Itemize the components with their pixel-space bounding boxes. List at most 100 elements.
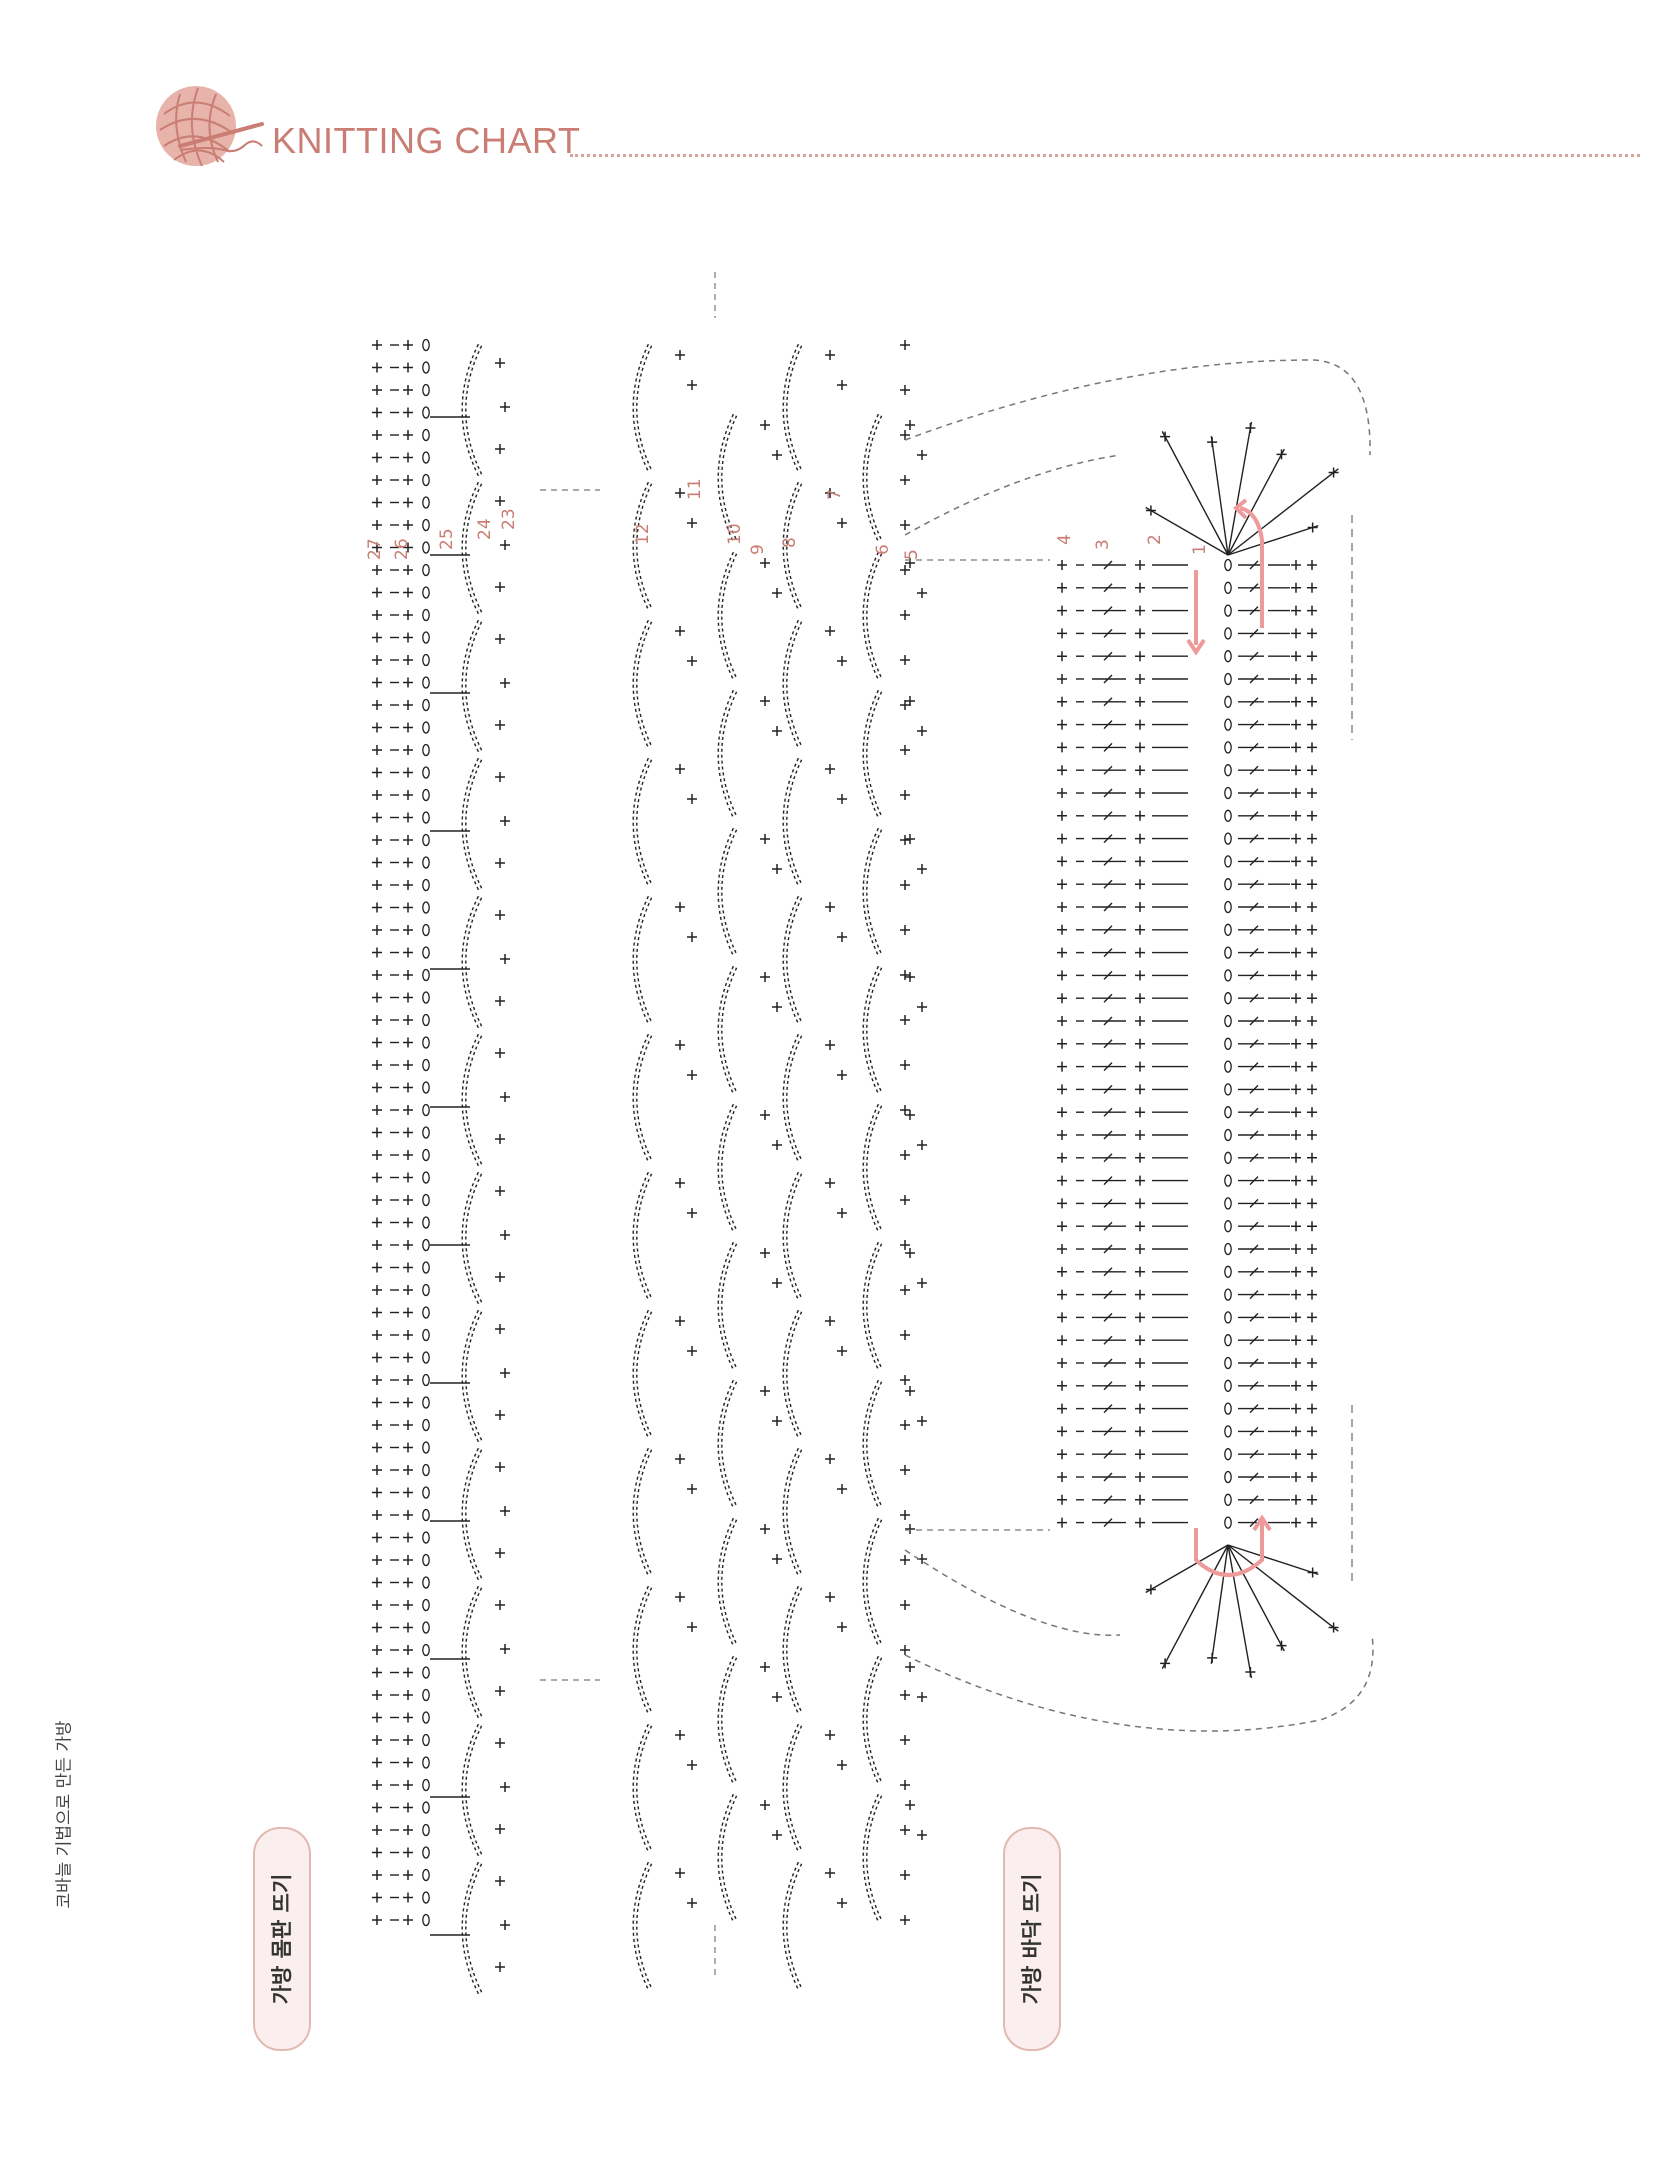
stitch-sc xyxy=(1135,810,1145,821)
stitch-sc xyxy=(1135,788,1145,798)
stitch-chain xyxy=(422,473,430,487)
stitch-sc xyxy=(403,1442,413,1453)
stitch-chain xyxy=(1224,809,1232,822)
fan-spoke xyxy=(1227,421,1253,556)
stitch-sc xyxy=(1291,605,1301,616)
stitch-sc xyxy=(1291,765,1301,776)
chain-arc-inner xyxy=(718,414,736,542)
stitch-sc xyxy=(403,925,413,935)
stitch-sc xyxy=(1057,1152,1067,1163)
stitch-slash xyxy=(1103,1449,1113,1459)
stitch-chain xyxy=(422,833,430,847)
stitch-sc xyxy=(1291,1244,1301,1254)
stitch-sc xyxy=(403,677,413,688)
stitch-sc xyxy=(772,450,782,460)
chain-arc-inner xyxy=(633,1862,651,1990)
stitch-sc xyxy=(1307,674,1317,684)
stitch-sc xyxy=(905,1110,915,1120)
stitch-chain xyxy=(422,428,430,442)
stitch-sc xyxy=(403,542,413,553)
chain-arc-inner xyxy=(783,896,801,1024)
stitch-sc xyxy=(1135,1472,1145,1482)
chain-arc-inner xyxy=(633,1310,651,1438)
stitch-sc xyxy=(403,1352,413,1363)
stitch-sc xyxy=(1057,1380,1067,1391)
stitch-sc xyxy=(372,722,382,733)
stitch-sc xyxy=(1307,605,1317,616)
stitch-sc xyxy=(372,835,382,845)
stitch-sc xyxy=(1057,788,1067,798)
stitch-chain xyxy=(422,1418,430,1432)
stitch-sc xyxy=(772,1554,782,1564)
stitch-sc xyxy=(403,340,413,350)
stitch-slash xyxy=(1103,1221,1113,1231)
stitch-chain xyxy=(422,766,430,779)
stitch-sc xyxy=(1307,719,1317,730)
stitch-chain xyxy=(422,1238,430,1252)
stitch-sc xyxy=(1307,1266,1317,1277)
stitch-slash xyxy=(1103,993,1113,1003)
stitch-sc xyxy=(372,812,382,823)
stitch-chain xyxy=(422,1778,430,1792)
stitch-sc xyxy=(675,1730,685,1740)
stitch-sc xyxy=(403,452,413,463)
stitch-chain xyxy=(1224,900,1232,914)
stitch-sc xyxy=(495,772,505,782)
stitch-sc xyxy=(403,745,413,755)
shell-arc xyxy=(461,1447,483,1581)
stitch-sc xyxy=(1135,1038,1145,1049)
stitch-sc xyxy=(403,722,413,733)
stitch-sc xyxy=(495,1824,505,1834)
chain-arc-inner xyxy=(783,758,801,886)
stitch-sc xyxy=(1307,1221,1317,1232)
stitch-sc xyxy=(495,1548,505,1558)
guide-curve xyxy=(904,454,1121,536)
row-number: 7 xyxy=(825,489,845,500)
stitch-slash xyxy=(1249,1290,1259,1300)
stitch-sc xyxy=(1135,833,1145,844)
stitch-chain xyxy=(1224,1128,1232,1142)
stitch-sc xyxy=(1135,651,1145,662)
stitch-slash xyxy=(1103,970,1113,980)
stitch-sc xyxy=(900,1600,910,1610)
stitch-sc xyxy=(403,1465,413,1475)
stitch-sc xyxy=(1135,1403,1145,1414)
stitch-chain xyxy=(422,1396,430,1409)
stitch-sc xyxy=(900,1915,910,1925)
stitch-chain xyxy=(422,1733,430,1747)
stitch-sc xyxy=(1291,1016,1301,1026)
stitch-sc xyxy=(917,450,927,460)
stitch-chain xyxy=(422,1036,430,1049)
fan-spoke xyxy=(1145,506,1229,556)
stitch-sc xyxy=(900,1240,910,1250)
shell-arc xyxy=(461,1723,483,1857)
stitch-sc xyxy=(837,794,847,804)
stitch-sc xyxy=(900,1150,910,1160)
row-number: 23 xyxy=(499,508,519,530)
chain-arc-inner xyxy=(633,482,651,610)
stitch-chain xyxy=(1224,741,1232,754)
stitch-sc xyxy=(403,1870,413,1880)
stitch-sc xyxy=(760,1248,770,1258)
stitch-chain xyxy=(422,1801,430,1814)
stitch-sc xyxy=(1135,1335,1145,1346)
chain-arc-inner xyxy=(633,620,651,748)
stitch-sc xyxy=(403,1577,413,1588)
chain-arc-inner xyxy=(633,344,651,472)
fan-spoke xyxy=(1227,1544,1253,1679)
stitch-slash xyxy=(1249,1335,1259,1345)
stitch-sc xyxy=(372,1420,382,1430)
chain-arc-inner xyxy=(462,1310,481,1442)
stitch-sc xyxy=(1307,1198,1317,1209)
chain-arc-inner xyxy=(863,1518,881,1646)
stitch-sc xyxy=(760,1110,770,1120)
stitch-sc xyxy=(495,1048,505,1058)
stitch-sc xyxy=(1307,1358,1317,1368)
stitch-sc xyxy=(1135,947,1145,958)
chain-arc-inner xyxy=(718,1518,736,1646)
stitch-chain xyxy=(1224,1379,1232,1392)
chain-arc-inner xyxy=(718,966,736,1094)
stitch-sc xyxy=(372,1622,382,1633)
stitch-sc xyxy=(403,1667,413,1678)
guide-curve xyxy=(904,1549,1121,1637)
